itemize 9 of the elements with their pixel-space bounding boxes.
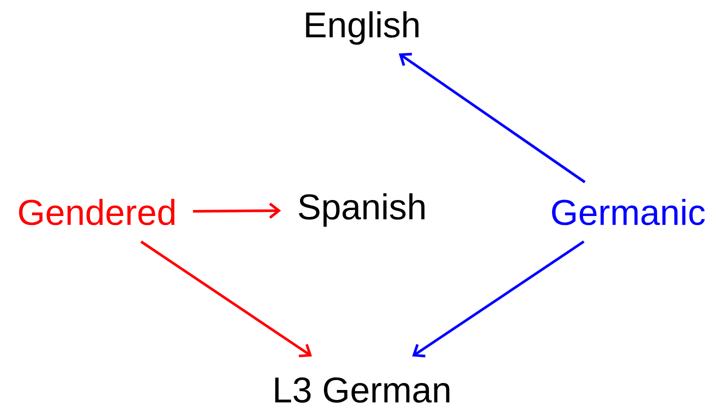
language-label: Gendered xyxy=(19,198,174,226)
language-label: L3 German xyxy=(275,377,450,403)
arrow xyxy=(398,52,586,184)
language-label: English xyxy=(306,11,418,45)
language-label: Spanish xyxy=(298,193,424,227)
arrow xyxy=(192,202,281,219)
arrow xyxy=(140,240,312,358)
language-label: Germanic xyxy=(552,198,705,226)
arrow xyxy=(412,240,584,358)
